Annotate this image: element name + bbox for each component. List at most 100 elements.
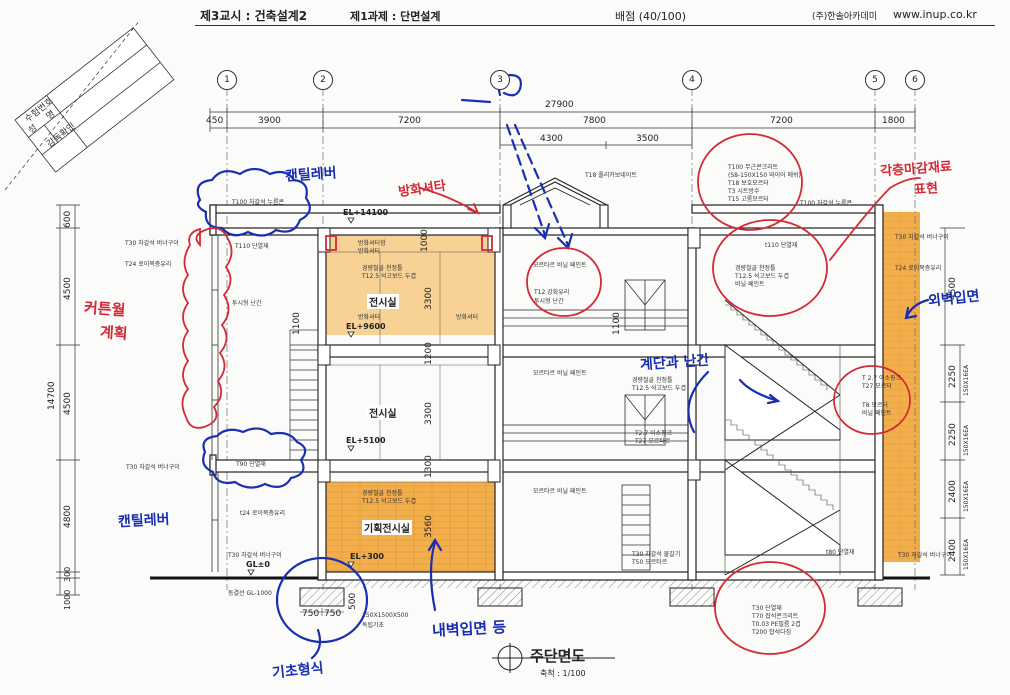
header-rule	[195, 25, 995, 26]
highlight-room-1	[325, 235, 495, 335]
note-ceiling-1b: T12.5 석고보드 두겹	[362, 273, 416, 280]
grid-label-6: 6	[905, 70, 925, 90]
note-roof-s8: (S8-150X150 와이어 메쉬)	[728, 172, 801, 179]
note-roof-t15: T15 고름모르터	[728, 196, 769, 203]
note-mortar-1: 모르타르 비닐 페인트	[533, 262, 587, 269]
note-right-t8: T8 모르터	[862, 402, 888, 409]
dim-4300: 4300	[540, 134, 563, 144]
note-floor-t30: T30 단열재	[752, 605, 782, 612]
dim-right-2250a: 2250	[948, 365, 958, 388]
room-exhibition-1: 전시실	[367, 294, 399, 309]
dim-right-2250b: 2250	[948, 423, 958, 446]
note-t90: T90 단열재	[236, 461, 266, 468]
dim-inner-1100a: 1100	[292, 312, 302, 335]
note-t110: T110 단열재	[235, 243, 269, 250]
grid-label-4: 4	[682, 70, 702, 90]
note-right-ceil-1b: T12.5 석고보드 두겹	[735, 273, 789, 280]
note-ceiling-2b: T12.5 석고보드 두겹	[362, 498, 416, 505]
note-right-t8b: 비닐 페인트	[862, 410, 892, 417]
note-floor-t200: T200 잡석다짐	[752, 629, 792, 636]
note-ceiling-1: 경량철골 천정틀	[362, 265, 403, 272]
dim-7200a: 7200	[398, 116, 421, 126]
dim-3900: 3900	[258, 116, 281, 126]
note-t80-right: t80 단열재	[826, 549, 855, 556]
dim-inner-1000: 1000	[420, 229, 430, 252]
note-mortar-2: 모르타르 비닐 페인트	[533, 370, 587, 377]
note-t24-right: T24 로이복층유리	[895, 265, 942, 272]
dim-left-300: 300	[63, 566, 72, 582]
note-t27b: T27 모르타르	[635, 438, 671, 445]
note-footing-750b: 750	[324, 609, 342, 619]
dim-left-600: 600	[63, 210, 73, 228]
note-t12: T12 강화유리	[534, 289, 570, 296]
note-ceil-mid-1b: T12.5 석고보드 두겹	[632, 385, 686, 392]
note-t24-left-2: t24 로이복층유리	[240, 510, 286, 517]
dim-total-width: 27900	[545, 100, 574, 110]
note-roof-t3: T3 시트방수	[728, 188, 760, 195]
dim-inner-3300a: 3300	[424, 287, 434, 310]
stamp-box	[14, 27, 175, 173]
grid-label-3: 3	[490, 70, 510, 90]
drawing-title: 주단면도	[530, 647, 586, 665]
note-t24-left-1: T24 로이복층유리	[125, 261, 172, 268]
dim-left-4500a: 4500	[63, 277, 73, 300]
dim-left-total: 14700	[47, 381, 57, 410]
note-footing-name: 독립기초	[362, 622, 385, 629]
note-t50-mid: T50 모르타르	[632, 559, 668, 566]
dim-inner-1300: 1300	[424, 455, 434, 478]
annotation-inner-wall: 내벽입면 등	[431, 618, 507, 640]
task-title: 제1과제 : 단면설계	[350, 10, 441, 23]
note-right-ceil-1c: 비닐 페인트	[735, 281, 765, 288]
annotation-curtain-wall-2: 계획	[99, 323, 129, 343]
note-ceil-mid-1: 경량철골 천정틀	[632, 377, 673, 384]
grid-label-2: 2	[313, 70, 333, 90]
note-floor-t003: T0.03 PE필름 2겹	[752, 621, 801, 628]
note-rail-mid: 투시형 난간	[534, 298, 564, 305]
stair-spec-c: 150X16EA	[963, 480, 970, 512]
note-right-t27: T 2.7 이소핑크	[862, 375, 902, 382]
note-t27a: T2.7 이소핑크	[635, 430, 673, 437]
stair-spec-d: 150X16EA	[963, 538, 970, 570]
note-footing-size: 150X1500X500	[362, 612, 409, 619]
note-roof-t100b: T100 자갈석 누름콘	[800, 200, 853, 207]
note-t18: T18 폴리카보네이트	[585, 172, 637, 179]
dim-inner-3560: 3560	[424, 515, 434, 538]
note-roof-t100: T100 무근콘크리트	[728, 164, 779, 171]
academy-url: www.inup.co.kr	[893, 8, 977, 21]
dim-7800: 7800	[583, 116, 606, 126]
annotation-cantilever-bottom: 캔틸레버	[117, 511, 170, 531]
note-frost-line: 동결선 GL-1000	[228, 590, 272, 597]
academy-name: (주)한솔아카데미	[812, 12, 877, 22]
dim-7200b: 7200	[770, 116, 793, 126]
annotation-finish-2: 표현	[913, 181, 939, 198]
note-t30-right-2: T30 자갈석 버너구이	[898, 552, 952, 559]
note-t100-roof-left: T100 자갈석 누름콘	[232, 199, 285, 206]
note-t30-right-1: T30 자갈석 버너구이	[895, 234, 949, 241]
red-ink-marks	[181, 133, 921, 655]
note-rail-left: 투시형 난간	[232, 300, 262, 307]
note-footing-500: 500	[348, 592, 358, 610]
note-roof-t18: T18 보호모르터	[728, 180, 769, 187]
stair-spec-a: 150X16EA	[963, 364, 970, 396]
note-floor-t70: T70 잡석콘크리트	[752, 613, 799, 620]
note-shutter-left: 방화셔터	[358, 314, 381, 321]
dim-450: 450	[206, 116, 224, 126]
note-mortar-3: 모르타르 비닐 페인트	[533, 488, 587, 495]
stair-spec-b: 150X16EA	[963, 424, 970, 456]
grid-label-1: 1	[217, 70, 237, 90]
dim-left-4800: 4800	[63, 505, 73, 528]
dim-left-4500b: 4500	[63, 392, 73, 415]
note-footing-750a: 750	[302, 609, 320, 619]
dim-inner-1100b: 1100	[612, 312, 622, 335]
note-shutter-box2: 방화셔터	[358, 248, 381, 255]
dim-inner-1200: 1200	[424, 342, 434, 365]
note-shutter-mid: 방화셔터	[456, 314, 479, 321]
note-shutter-box: 방화셔터함	[358, 240, 386, 247]
level-5100: EL+5100	[346, 436, 386, 445]
note-t30-left-3: T30 자갈석 버너구이	[228, 552, 282, 559]
level-9600: EL+9600	[346, 322, 386, 331]
room-exhibition-2: 전시실	[367, 405, 399, 420]
score: 배점 (40/100)	[615, 10, 687, 23]
note-right-ceil-1: 경량철골 천정틀	[735, 265, 776, 272]
